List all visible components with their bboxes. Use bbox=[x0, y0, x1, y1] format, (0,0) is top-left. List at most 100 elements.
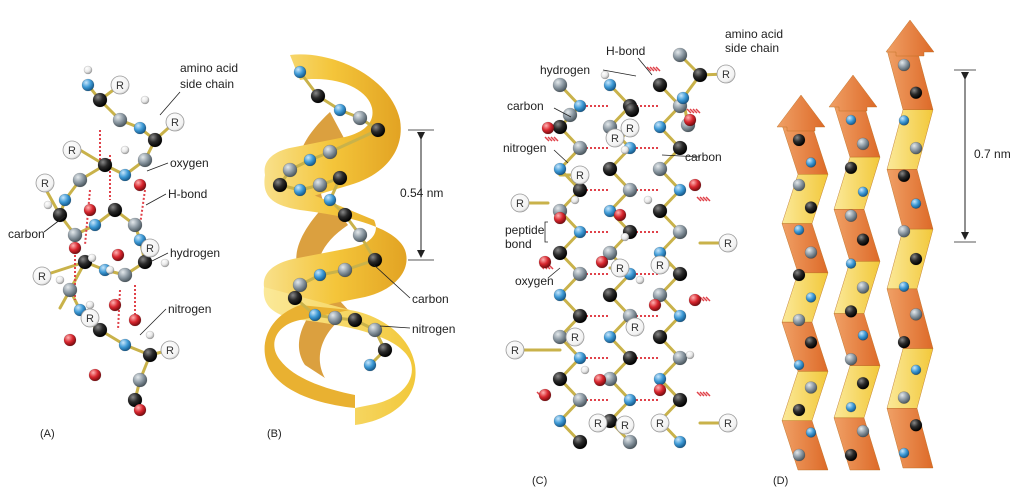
hbond-hatch bbox=[705, 196, 711, 202]
carbon-atom bbox=[909, 308, 923, 321]
carbon-atom bbox=[572, 392, 588, 408]
panel-c-label: (C) bbox=[532, 475, 547, 487]
hbond-hatch bbox=[699, 196, 705, 202]
carbon-atom bbox=[652, 77, 668, 93]
carbon-atom bbox=[897, 391, 911, 404]
nitrogen-atom bbox=[793, 224, 805, 236]
carbon-atom bbox=[856, 376, 870, 390]
hydrogen-bond bbox=[117, 289, 121, 331]
beta-strand-segment bbox=[781, 272, 829, 323]
r-group: R bbox=[35, 173, 55, 193]
panel-b-label: (B) bbox=[267, 428, 282, 440]
oxygen-atom bbox=[593, 373, 607, 387]
r-group-circle bbox=[160, 340, 180, 360]
nitrogen-atom bbox=[845, 258, 857, 269]
hydrogen-atom bbox=[160, 258, 170, 268]
carbon-atom bbox=[856, 281, 870, 294]
nitrogen-atom bbox=[793, 359, 805, 371]
panel-a-carbon-label: carbon bbox=[8, 227, 45, 241]
hydrogen-atom bbox=[105, 265, 115, 275]
r-group: R bbox=[110, 75, 130, 95]
nitrogen-atom bbox=[805, 157, 817, 168]
carbon-atom bbox=[909, 252, 923, 266]
carbon-atom bbox=[147, 132, 163, 148]
r-group-label: R bbox=[611, 133, 619, 145]
carbon-atom bbox=[312, 177, 328, 193]
panel-c-leaders bbox=[544, 57, 701, 279]
carbon-atom bbox=[337, 207, 353, 223]
nitrogen-atom bbox=[81, 78, 95, 92]
panel-a-leaders bbox=[43, 91, 181, 336]
r-group: R bbox=[505, 340, 525, 360]
carbon-atom bbox=[897, 58, 911, 72]
carbon-atom bbox=[572, 308, 588, 324]
nitrogen-atom bbox=[118, 338, 132, 352]
nitrogen-atom bbox=[898, 447, 910, 459]
oxygen-atom bbox=[108, 298, 122, 312]
carbon-atom bbox=[844, 161, 858, 175]
carbon-atom bbox=[602, 161, 618, 177]
carbon-atom bbox=[622, 182, 638, 198]
r-group: R bbox=[140, 238, 160, 258]
hbond-hatch bbox=[695, 108, 701, 114]
r-group-circle bbox=[650, 413, 670, 433]
nitrogen-atom bbox=[88, 218, 102, 232]
carbon-atom bbox=[92, 92, 108, 108]
carbon-atom bbox=[112, 112, 128, 128]
carbon-atom bbox=[62, 282, 78, 298]
nitrogen-atom bbox=[673, 435, 687, 449]
carbon-atom bbox=[332, 170, 348, 186]
carbon-atom bbox=[602, 287, 618, 303]
carbon-atom bbox=[67, 227, 83, 243]
carbon-atom bbox=[792, 448, 806, 462]
panel-c-side-chain-line2: side chain bbox=[725, 41, 779, 55]
nitrogen-atom bbox=[898, 281, 910, 293]
r-group-circle bbox=[35, 173, 55, 193]
hydrogen-atom bbox=[635, 275, 645, 285]
covalent-bond bbox=[43, 260, 87, 277]
nitrogen-atom bbox=[845, 114, 857, 126]
r-group: R bbox=[565, 327, 585, 347]
carbon-atom bbox=[572, 266, 588, 282]
carbon-atom bbox=[352, 227, 368, 243]
carbon-atom bbox=[117, 267, 133, 283]
beta-strand-segment bbox=[781, 223, 829, 274]
oxygen-atom bbox=[133, 178, 147, 192]
panel-c-peptide-bond-line1: peptide bbox=[505, 223, 545, 237]
r-group-label: R bbox=[166, 345, 174, 357]
r-group-circle bbox=[565, 327, 585, 347]
panel-a-nitrogen-label: nitrogen bbox=[168, 302, 211, 316]
panel-b-pitch-arrow bbox=[408, 129, 434, 261]
hbond-hatch bbox=[705, 296, 711, 302]
carbon-atom bbox=[844, 352, 858, 366]
carbon-atom bbox=[552, 371, 568, 387]
oxygen-atom bbox=[68, 241, 82, 255]
carbon-atom bbox=[52, 207, 68, 223]
carbon-atom bbox=[72, 172, 88, 188]
carbon-atom bbox=[692, 67, 708, 83]
panel-a-label: (A) bbox=[40, 428, 55, 440]
r-group-circle bbox=[718, 233, 738, 253]
r-group: R bbox=[650, 413, 670, 433]
r-group-label: R bbox=[724, 238, 732, 250]
carbon-atom bbox=[792, 178, 806, 192]
carbon-atom bbox=[792, 403, 806, 417]
r-group-label: R bbox=[68, 145, 76, 157]
nitrogen-atom bbox=[573, 351, 587, 365]
nitrogen-atom bbox=[553, 288, 567, 302]
r-group-label: R bbox=[656, 418, 664, 430]
beta-strand-arrowhead bbox=[828, 74, 878, 112]
r-group-label: R bbox=[722, 69, 730, 81]
r-group-label: R bbox=[594, 418, 602, 430]
r-group-label: R bbox=[656, 260, 664, 272]
panel-b-atoms bbox=[272, 65, 393, 372]
nitrogen-atom bbox=[805, 292, 817, 303]
panel-c-hydrogen-bonds bbox=[536, 66, 711, 401]
panel-a-side-chain-line1: amino acid bbox=[180, 61, 238, 75]
carbon-atom bbox=[897, 169, 911, 183]
beta-strand-segment bbox=[781, 420, 829, 471]
carbon-atom bbox=[572, 434, 588, 450]
carbon-atom bbox=[347, 312, 363, 328]
r-group: R bbox=[615, 415, 635, 435]
